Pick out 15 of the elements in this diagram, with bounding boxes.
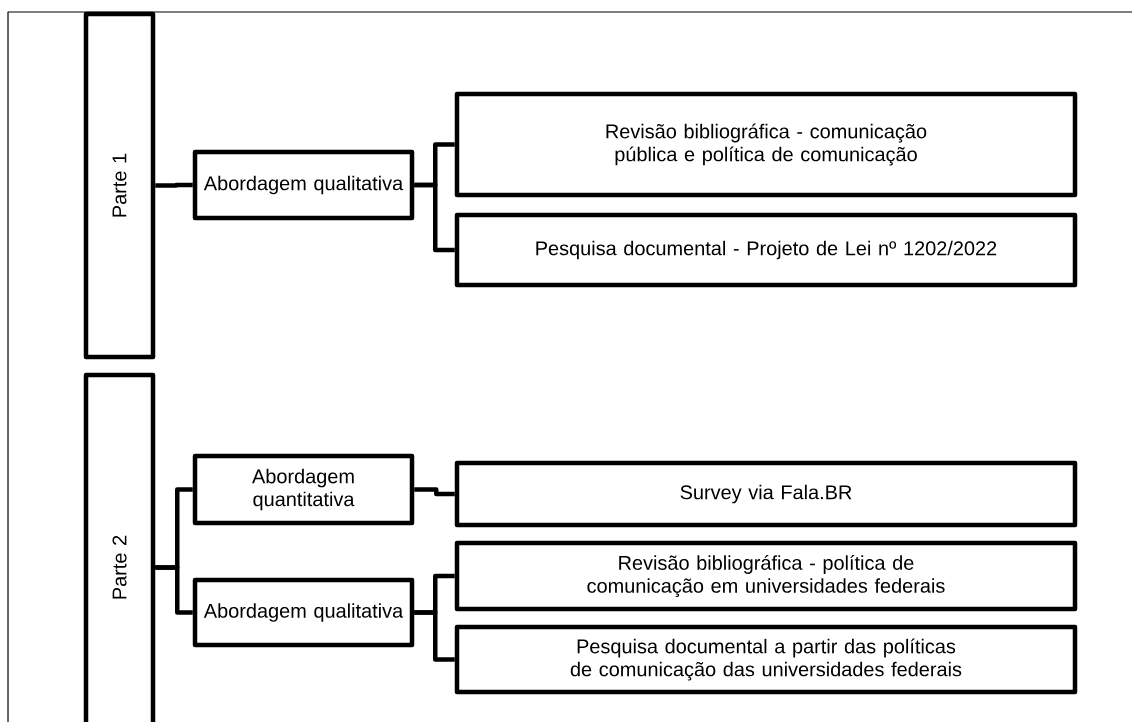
part-box: Parte 2 — [83, 372, 156, 722]
connector-line — [414, 182, 455, 253]
connector-line — [155, 565, 193, 615]
method-box: Revisão bibliográfica - comunicação pública e política de comunicação — [454, 91, 1078, 198]
method-box: Pesquisa documental - Projeto de Lei nº 1202/2022 — [454, 212, 1078, 288]
part-box: Parte 1 — [83, 11, 156, 360]
connector-line — [155, 182, 193, 188]
method-box: Revisão bibliográfica - política de comunicação em universidades federais — [454, 540, 1078, 612]
connector-line — [414, 487, 455, 497]
approach-box: Abordagem quantitativa — [192, 453, 415, 526]
approach-box: Abordagem qualitativa — [192, 149, 415, 221]
method-box: Survey via Fala.BR — [454, 460, 1078, 528]
method-box: Pesquisa documental a partir das políticas de comunicação das universidades federais — [454, 624, 1078, 695]
approach-box: Abordagem qualitativa — [192, 577, 415, 648]
connector-line — [414, 610, 455, 662]
